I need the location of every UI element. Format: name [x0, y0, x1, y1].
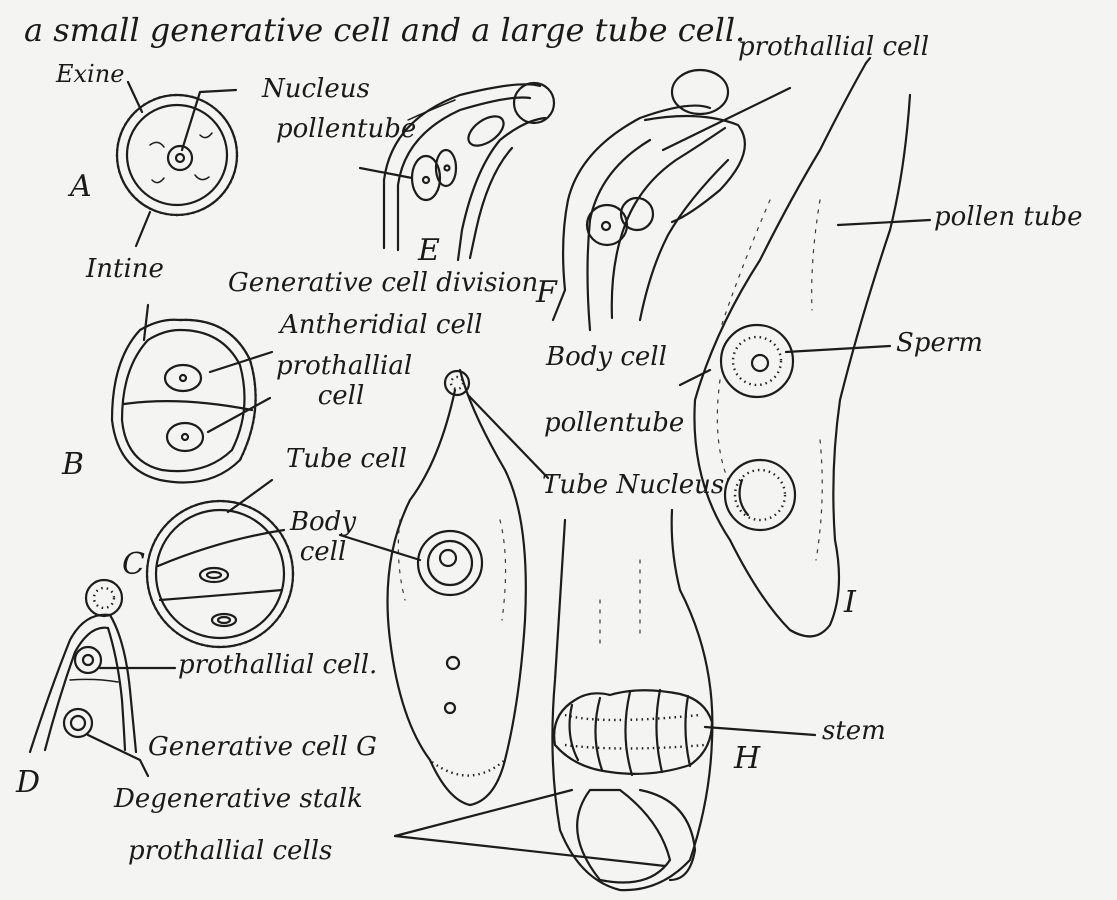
label-prothallial-cells: prothallial cells [128, 838, 332, 864]
label-letter-e: E [418, 236, 440, 266]
label-letter-i: I [844, 588, 856, 618]
pollen-tube-h [395, 510, 815, 890]
label-prothallial-cell-f: prothallial cell [738, 34, 929, 60]
label-tube-nucleus: Tube Nucleus [542, 472, 724, 498]
label-antheridial-cell: Antheridial cell [280, 312, 482, 338]
label-letter-d: D [16, 768, 40, 798]
pointer-lines-a [128, 82, 236, 246]
label-exine: Exine [56, 62, 124, 86]
label-tube-cell: Tube cell [286, 446, 407, 472]
pollen-tube-e [360, 83, 554, 260]
label-degenerative-stalk: Degenerative stalk [114, 786, 363, 812]
label-body-cell-g: Body cell [288, 508, 358, 568]
label-pollen-tube-i: pollen tube [934, 204, 1083, 230]
pollen-grain-c [147, 480, 293, 647]
label-generative-cell-g: Generative cell G [148, 734, 377, 760]
label-letter-h: H [734, 744, 760, 774]
label-stem: stem [822, 718, 886, 744]
label-prothallial-cell-b: prothallial cell [276, 352, 406, 412]
pollen-grain-b [112, 305, 272, 483]
label-pollen-tube-f: pollentube [544, 410, 684, 436]
heading-text: a small generative cell and a large tube… [24, 14, 745, 46]
label-prothallial-cell-d: prothallial cell. [178, 652, 377, 678]
label-letter-a: A [70, 172, 92, 202]
label-letter-c: C [122, 550, 145, 580]
pollen-tube-i [680, 58, 930, 636]
label-pollen-tube-e: pollentube [276, 116, 416, 142]
pollen-tube-f [553, 70, 790, 330]
pollen-grain-a [117, 95, 237, 215]
label-nucleus: Nucleus [262, 76, 370, 102]
label-letter-f: F [536, 278, 557, 308]
label-sperm: Sperm [896, 330, 983, 356]
label-body-cell-f: Body cell [546, 344, 667, 370]
label-generative-cell-division: Generative cell division [228, 270, 538, 296]
label-intine: Intine [86, 256, 164, 282]
label-letter-b: B [62, 450, 84, 480]
